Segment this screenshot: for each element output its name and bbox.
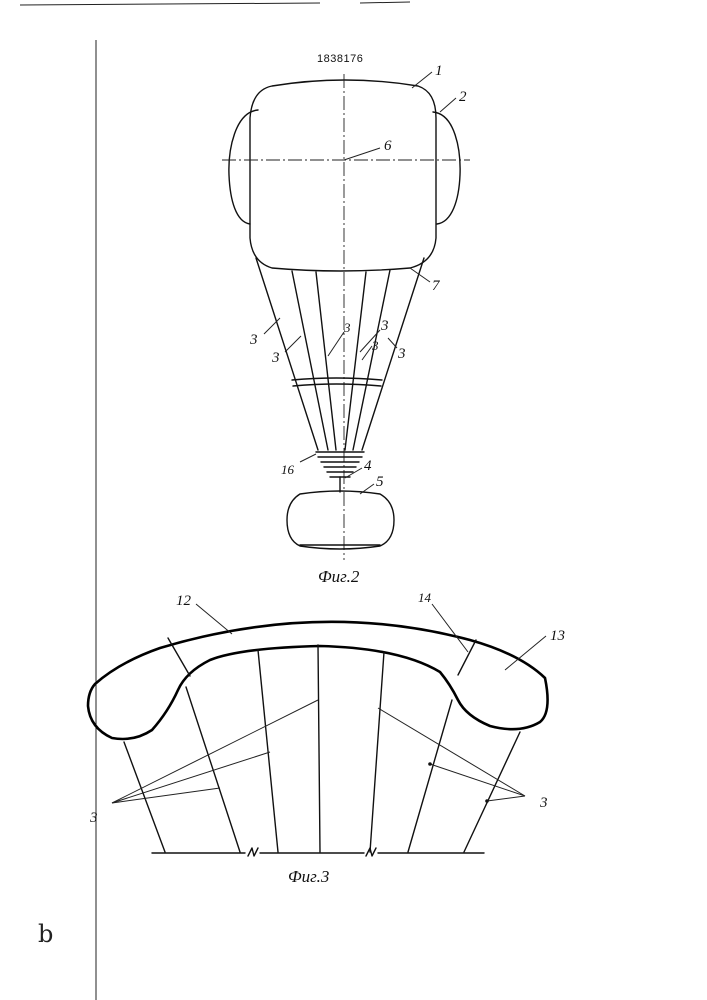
line-point-marker (428, 762, 432, 766)
leader-side-chamber (440, 98, 456, 112)
label-side-chamber: 2 (459, 89, 467, 105)
line-3 (258, 650, 278, 852)
label-canopy: 1 (435, 63, 443, 79)
label-lines-left: 3 (89, 810, 98, 826)
figure-2: 1 2 6 7 3 3 3 3 3 3 16 4 5 Фиг.2 (222, 63, 470, 586)
leader-connector (345, 468, 362, 478)
suspension-line-inner-right (353, 270, 390, 450)
line-point-marker (485, 799, 489, 803)
label-edge: 7 (432, 278, 441, 294)
label-line-center-left: 3 (343, 320, 351, 335)
top-border-line (20, 3, 320, 5)
label-line-center-right: 3 (380, 318, 389, 334)
label-central-chamber: 12 (176, 593, 192, 609)
leader-line-inner-left (285, 336, 301, 352)
line-2 (186, 687, 240, 852)
margin-handwritten-mark: b (38, 920, 53, 948)
label-gathering-unit: 16 (281, 462, 295, 477)
label-payload: 5 (376, 474, 384, 490)
label-lines-right: 3 (539, 795, 548, 811)
line-ring-bottom (293, 384, 381, 386)
top-border-line-short (360, 2, 410, 3)
leader-line-outer-right (388, 338, 397, 348)
left-side-chamber (229, 110, 258, 224)
patent-number: 1838176 (317, 53, 363, 65)
line-4 (318, 645, 320, 852)
payload (287, 491, 394, 549)
line-6 (408, 700, 452, 852)
suspension-line-center-right (345, 272, 366, 450)
label-line-inner-right: 3 (371, 338, 379, 353)
leader-side-chamber-fig3 (505, 636, 546, 670)
leader-central-chamber (196, 604, 232, 634)
line-5 (370, 652, 384, 852)
leader-canopy (412, 72, 432, 88)
label-line-outer-left: 3 (249, 332, 258, 348)
leader-line-center-left (328, 332, 344, 356)
leader-partition (432, 604, 468, 652)
label-partition: 14 (418, 590, 432, 605)
suspension-line-outer-right (362, 258, 424, 450)
figure-2-caption: Фиг.2 (318, 567, 360, 586)
line-ring-top (292, 378, 382, 380)
section-cut-line (152, 848, 484, 856)
canopy (250, 80, 436, 271)
leader-gathering-unit (300, 454, 316, 462)
right-side-chamber (433, 112, 460, 224)
figure-3: 12 13 14 3 3 Фиг.3 (88, 590, 565, 886)
label-line-outer-right: 3 (397, 346, 406, 362)
figure-3-caption: Фиг.3 (288, 867, 329, 886)
leader-lines-right (378, 708, 525, 801)
partition-right (458, 640, 476, 675)
label-axis: 6 (384, 138, 392, 154)
gathering-unit (316, 452, 364, 477)
suspension-line-center-left (316, 272, 336, 450)
label-line-inner-left: 3 (271, 350, 280, 366)
leader-axis (344, 148, 380, 160)
label-side-chamber-fig3: 13 (550, 628, 565, 644)
leader-lines-left (112, 700, 318, 803)
label-connector: 4 (364, 458, 372, 474)
